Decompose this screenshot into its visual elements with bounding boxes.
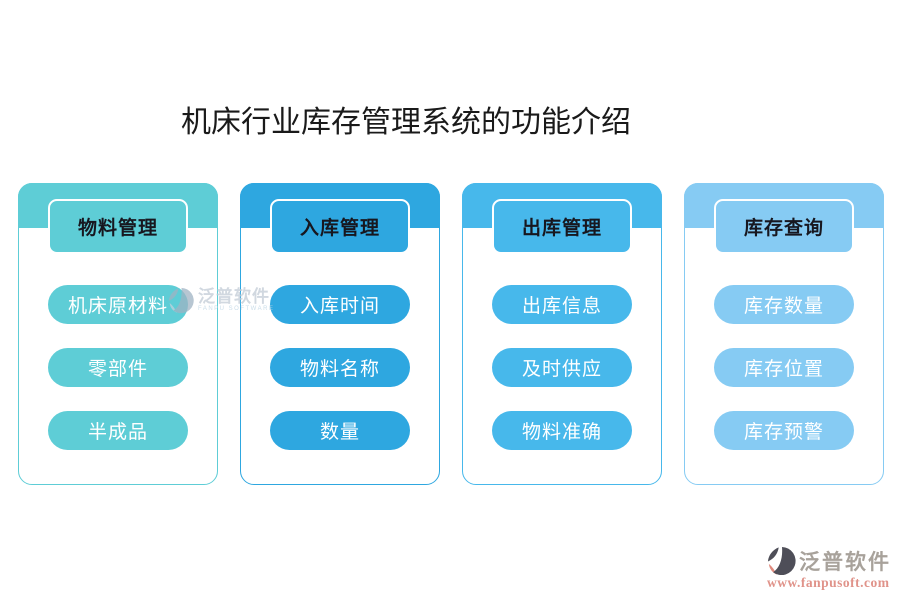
feature-pill-list: 机床原材料 零部件 半成品 bbox=[19, 285, 217, 450]
card-header-badge: 入库管理 bbox=[270, 199, 410, 254]
feature-pill-list: 出库信息 及时供应 物料准确 bbox=[463, 285, 661, 450]
feature-pill-list: 库存数量 库存位置 库存预警 bbox=[685, 285, 883, 450]
watermark-brand-text: 泛普软件 bbox=[799, 551, 891, 574]
card-material-management: 物料管理 机床原材料 零部件 半成品 bbox=[18, 183, 218, 485]
feature-pill: 机床原材料 bbox=[48, 285, 188, 324]
feature-pill: 数量 bbox=[270, 411, 410, 450]
feature-pill: 半成品 bbox=[48, 411, 188, 450]
card-inbound-management: 入库管理 入库时间 物料名称 数量 bbox=[240, 183, 440, 485]
feature-pill: 零部件 bbox=[48, 348, 188, 387]
card-outbound-management: 出库管理 出库信息 及时供应 物料准确 bbox=[462, 183, 662, 485]
feature-pill: 库存预警 bbox=[714, 411, 854, 450]
card-header-badge: 出库管理 bbox=[492, 199, 632, 254]
feature-pill: 物料准确 bbox=[492, 411, 632, 450]
watermark-url-text: www.fanpusoft.com bbox=[767, 575, 890, 590]
feature-pill: 出库信息 bbox=[492, 285, 632, 324]
feature-pill: 物料名称 bbox=[270, 348, 410, 387]
fanpu-logo-icon bbox=[767, 546, 796, 576]
feature-pill: 库存数量 bbox=[714, 285, 854, 324]
feature-columns: 物料管理 机床原材料 零部件 半成品 入库管理 入库时间 物料名称 数量 出库管… bbox=[18, 183, 884, 485]
feature-pill: 及时供应 bbox=[492, 348, 632, 387]
bottom-watermark: 泛普软件 www.fanpusoft.com bbox=[767, 546, 891, 591]
feature-pill: 入库时间 bbox=[270, 285, 410, 324]
feature-pill-list: 入库时间 物料名称 数量 bbox=[241, 285, 439, 450]
page-title: 机床行业库存管理系统的功能介绍 bbox=[181, 106, 631, 139]
card-header-badge: 物料管理 bbox=[48, 199, 188, 254]
feature-pill: 库存位置 bbox=[714, 348, 854, 387]
card-header-badge: 库存查询 bbox=[714, 199, 854, 254]
card-inventory-query: 库存查询 库存数量 库存位置 库存预警 bbox=[684, 183, 884, 485]
